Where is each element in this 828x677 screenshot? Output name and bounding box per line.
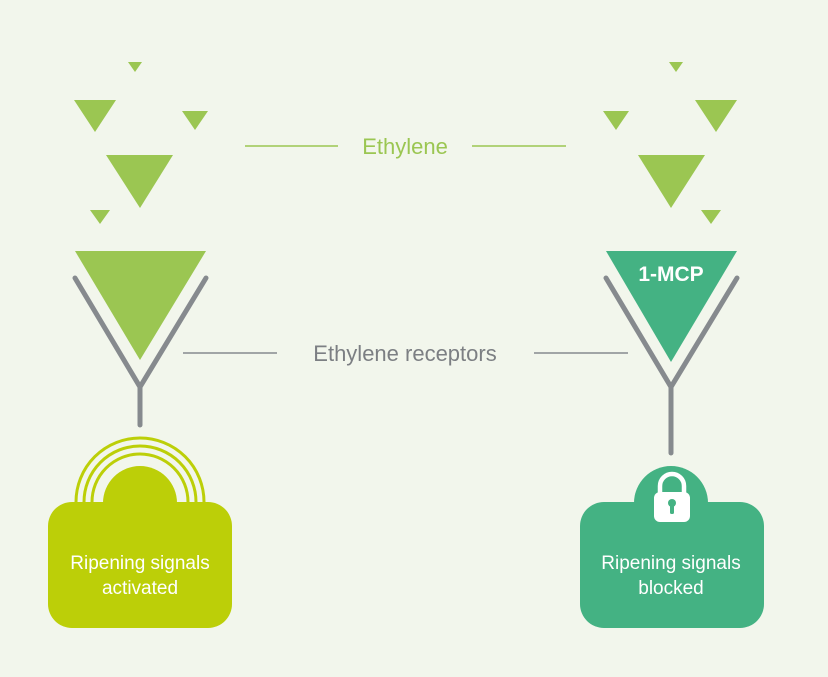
panel-body (48, 502, 232, 628)
ethylene-molecule (638, 155, 705, 208)
panel-text-line2: blocked (638, 578, 704, 599)
signals-blocked-panel: Ripening signals blocked (580, 466, 764, 628)
ethylene-molecule (695, 100, 737, 132)
ethylene-molecule (669, 62, 683, 72)
panel-text-line1: Ripening signals (601, 553, 740, 574)
ethylene-molecule (182, 111, 208, 130)
ethylene-molecule (74, 100, 116, 132)
ethylene-molecule (603, 111, 629, 130)
bound-ethylene-molecule (75, 251, 206, 360)
mcp-label: 1-MCP (638, 263, 703, 286)
panel-text-line2: activated (102, 578, 178, 599)
panel-body (580, 502, 764, 628)
mcp-molecule (606, 251, 737, 362)
receptors-label: Ethylene receptors (313, 341, 496, 366)
ethylene-molecule (701, 210, 721, 224)
ethylene-molecule (106, 155, 173, 208)
panel-text-line1: Ripening signals (70, 553, 209, 574)
left-ethylene-molecules (74, 62, 208, 224)
left-receptor (72, 251, 209, 428)
signals-activated-panel: Ripening signals activated (48, 436, 232, 628)
signal-waves-icon (74, 436, 206, 503)
right-ethylene-molecules (603, 62, 737, 224)
padlock-icon (654, 471, 690, 522)
right-receptor: 1-MCP (603, 251, 740, 456)
ethylene-molecule (128, 62, 142, 72)
ethylene-label: Ethylene (362, 134, 448, 159)
ethylene-molecule (90, 210, 110, 224)
